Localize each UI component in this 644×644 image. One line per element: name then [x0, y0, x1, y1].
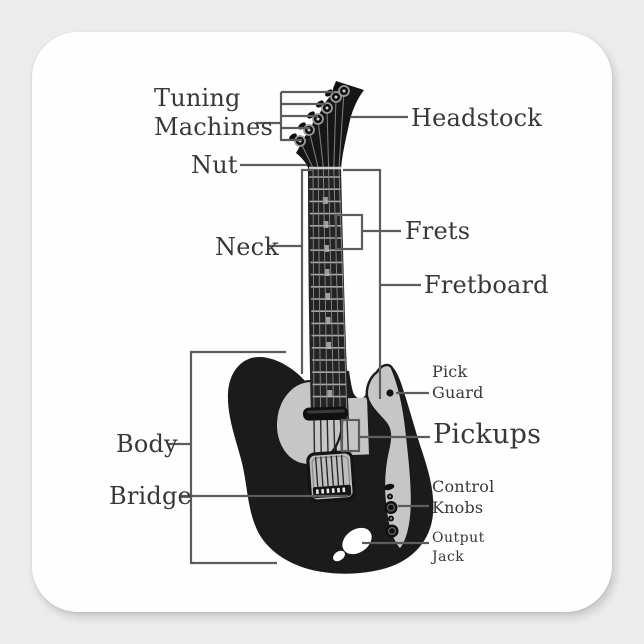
pickguard-screw-dot [386, 389, 394, 397]
label-body: Body [116, 430, 178, 458]
label-nut: Nut [191, 151, 238, 179]
leader-bracket-neck [300, 168, 313, 374]
leader-bracket-fretboard [343, 168, 382, 399]
label-control-knobs: Control Knobs [432, 477, 495, 517]
label-output-jack: Output Jack [432, 530, 485, 566]
annotation-lines [169, 90, 430, 565]
label-fretboard: Fretboard [424, 271, 549, 299]
label-headstock: Headstock [411, 104, 542, 132]
control-knob-icons [383, 483, 399, 538]
highlight-box-pickups [340, 418, 361, 453]
fretboard-inlays [322, 197, 333, 397]
jack-plate-shape [342, 527, 372, 555]
label-tuning-machines: Tuning Machines [154, 84, 274, 141]
leader-comb-tuning-machines [279, 90, 334, 142]
bridge-shape [306, 450, 356, 503]
leader-bracket-body [189, 350, 286, 565]
label-pick-guard: Pick Guard [432, 362, 484, 402]
label-neck: Neck [215, 233, 279, 261]
label-frets: Frets [405, 217, 471, 245]
neck-pickup-shape [302, 406, 348, 421]
label-pickups: Pickups [433, 419, 542, 450]
label-bridge: Bridge [109, 482, 192, 510]
neck-strings [312, 168, 348, 420]
jack-plate-shape-small [333, 550, 345, 562]
